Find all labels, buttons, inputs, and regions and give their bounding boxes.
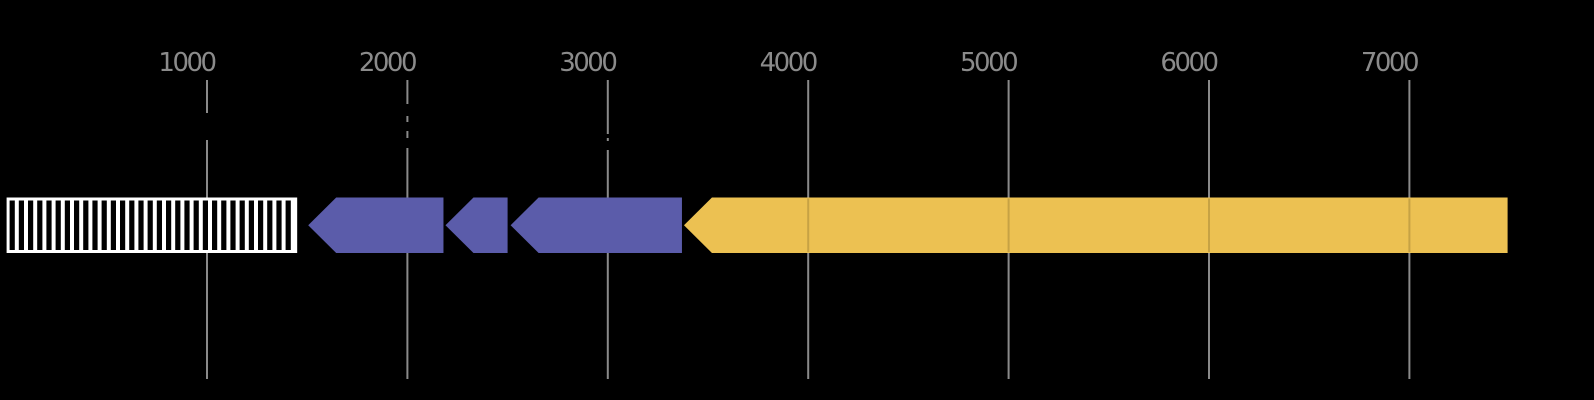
hatched-block-stripe [83, 200, 89, 250]
hatched-block-stripe [193, 200, 199, 250]
hatched-block-stripe [175, 200, 181, 250]
hatched-block-stripe [55, 200, 61, 250]
hatched-block-stripe [18, 200, 24, 250]
tick-label-6000: 6000 [1160, 48, 1217, 78]
hatched-block-stripe [184, 200, 190, 250]
tick-label-3000: 3000 [559, 48, 616, 78]
hatched-block-stripe [147, 200, 153, 250]
hatched-block-stripe [230, 200, 236, 250]
hatched-block-stripe [64, 200, 70, 250]
hatched-block-stripe [202, 200, 208, 250]
hatched-block-stripe [9, 200, 15, 250]
purple-gene-3 [510, 197, 682, 253]
hatched-block-stripe [37, 200, 43, 250]
hatched-block-stripe [101, 200, 107, 250]
hatched-block-stripe [110, 200, 116, 250]
purple-gene-1 [308, 197, 444, 253]
hatched-block-stripe [285, 200, 291, 250]
tick-label-2000: 2000 [359, 48, 416, 78]
hatched-block-stripe [92, 200, 98, 250]
hatched-block-stripe [276, 200, 282, 250]
hatched-block-stripe [156, 200, 162, 250]
tick-label-7000: 7000 [1361, 48, 1418, 78]
tick-label-1000: 1000 [158, 48, 215, 78]
hatched-block-stripe [138, 200, 144, 250]
hatched-block-stripe [129, 200, 135, 250]
tick-label-5000: 5000 [960, 48, 1017, 78]
hatched-block-stripe [248, 200, 254, 250]
hatched-block-stripe [221, 200, 227, 250]
purple-gene-2 [445, 197, 508, 253]
hatched-block-stripe [28, 200, 34, 250]
hatched-block-stripe [239, 200, 245, 250]
hatched-block-stripe [166, 200, 172, 250]
hatched-block-stripe [267, 200, 273, 250]
hatched-block-stripe [212, 200, 218, 250]
hatched-block-stripe [120, 200, 126, 250]
yellow-gene [683, 197, 1508, 253]
hatched-block-stripe [74, 200, 80, 250]
hatched-block-stripe [258, 200, 264, 250]
tick-label-4000: 4000 [760, 48, 817, 78]
hatched-block-stripe [46, 200, 52, 250]
